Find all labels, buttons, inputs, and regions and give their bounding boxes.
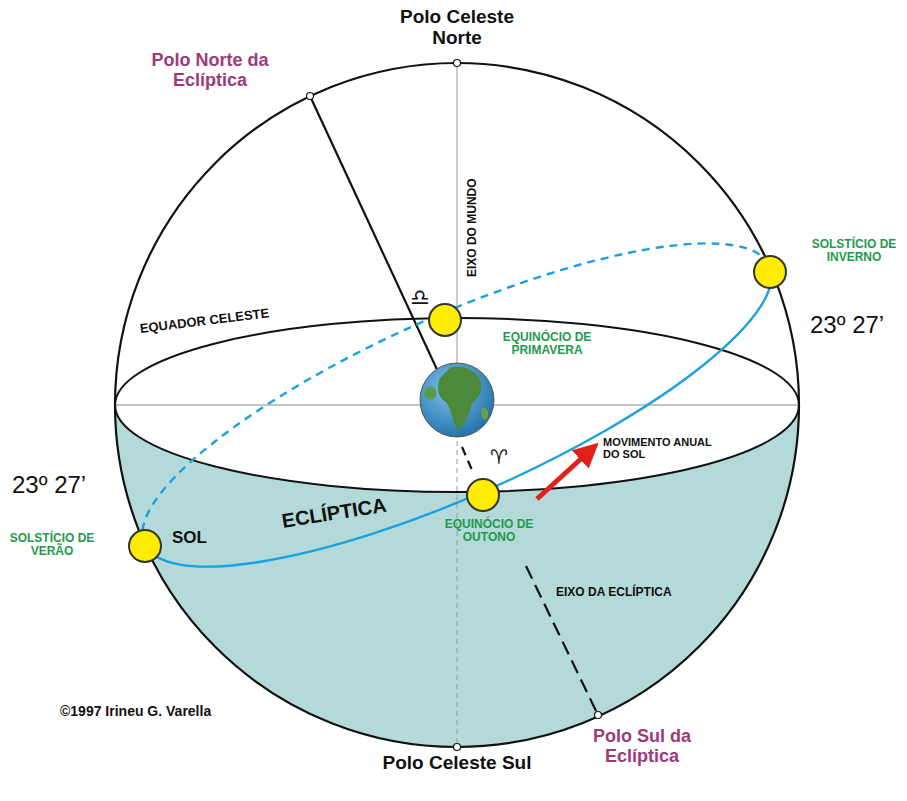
solstice-label: SOLSTÍCIO DE VERÃO xyxy=(6,532,98,559)
pole-label: Polo Sul da Eclíptica xyxy=(583,726,701,766)
pole-point xyxy=(454,60,461,67)
pole-label: Polo Celeste Sul xyxy=(382,752,532,773)
southern-hemisphere xyxy=(115,405,799,747)
copyright-note: ©1997 Irineu G. Varella xyxy=(60,704,211,720)
equinox-label: EQUINÓCIO DE PRIMAVERA xyxy=(482,331,612,358)
world-axis-hidden xyxy=(457,405,458,747)
angle-label: 23º 27’ xyxy=(810,312,884,339)
pole-label: Polo Celeste Norte xyxy=(382,6,532,49)
motion-label: MOVIMENTO ANUAL DO SOL xyxy=(603,436,723,461)
zodiac-symbol: ♎ xyxy=(410,286,430,311)
equator-label: EQUADOR CELESTE xyxy=(139,306,270,336)
sun xyxy=(429,304,461,336)
pole-point xyxy=(307,93,314,100)
ecliptic-axis xyxy=(310,96,440,376)
sun xyxy=(129,530,161,562)
ecliptic-axis-hidden xyxy=(462,447,472,470)
sun xyxy=(754,256,786,288)
equinox-label: EQUINÓCIO DE OUTONO xyxy=(436,518,542,545)
sphere-outline xyxy=(115,63,799,747)
pole-label: Polo Norte da Eclíptica xyxy=(151,50,269,90)
pole-point xyxy=(595,712,602,719)
sun xyxy=(467,479,499,511)
pole-point xyxy=(454,744,461,751)
axis-label: EIXO DA ECLÍPTICA xyxy=(556,586,672,599)
world-axis xyxy=(457,63,458,405)
axis-label: EIXO DO MUNDO xyxy=(465,178,478,277)
sun-label: SOL xyxy=(172,528,207,547)
ecliptic-label: ECLÍPTICA xyxy=(280,494,388,533)
ecliptic-back xyxy=(108,184,769,544)
solstice-label: SOLSTÍCIO DE INVERNO xyxy=(808,238,900,265)
annual-motion-arrow xyxy=(537,446,595,499)
earth xyxy=(420,363,494,437)
zodiac-symbol: ♈ xyxy=(490,446,508,468)
angle-label: 23º 27’ xyxy=(12,472,86,499)
celestial-equator xyxy=(115,318,799,492)
